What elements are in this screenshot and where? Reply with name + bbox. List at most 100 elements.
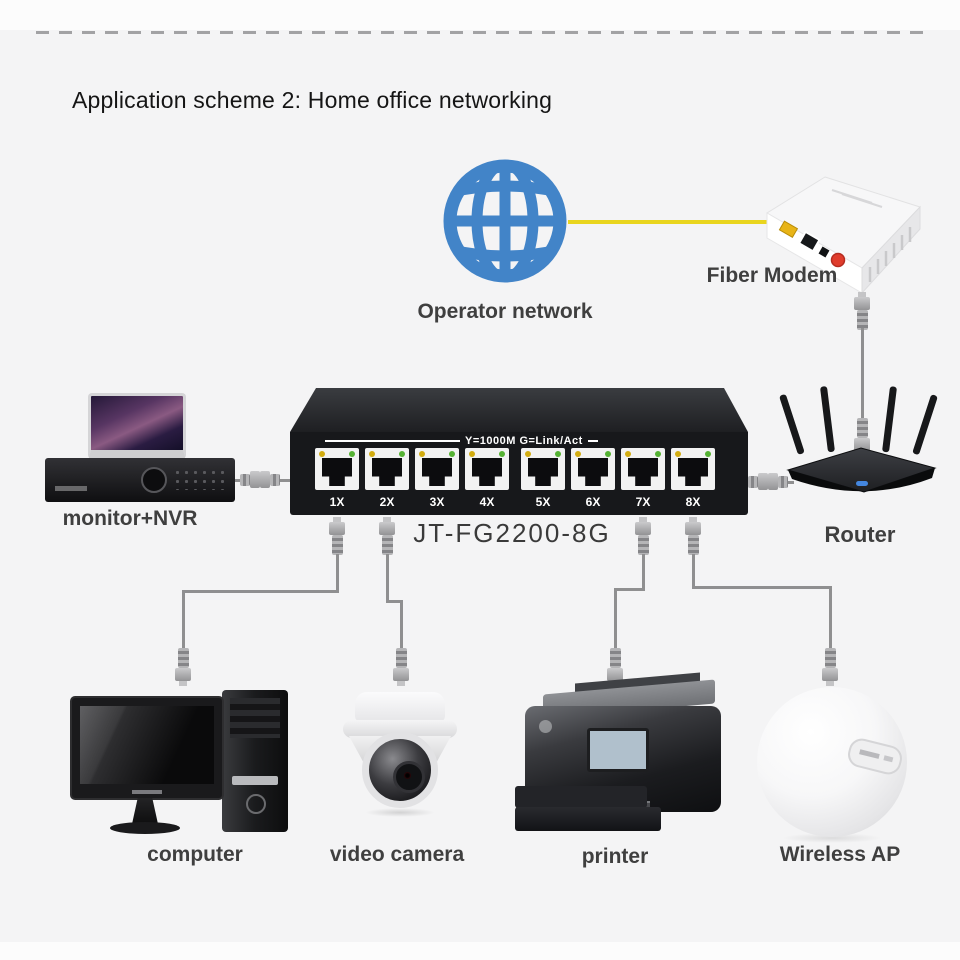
camera-lens: [393, 761, 425, 793]
rj45-plug-port2: [379, 517, 395, 555]
port-label: 5X: [535, 495, 551, 509]
fiber-port: [778, 220, 799, 239]
router-label: Router: [824, 522, 896, 547]
cable-to-ap: [692, 554, 695, 588]
computer: [70, 688, 305, 848]
port-label: 6X: [585, 495, 601, 509]
rj45-plug-port1: [329, 517, 345, 555]
monitor-nvr: [40, 390, 240, 525]
rj45-jack-icon: [422, 458, 452, 486]
switch-port-6: 6X: [571, 448, 615, 509]
ethernet-switch: Y=1000M G=Link/Act 1X 2X 3X 4X 5X: [290, 388, 748, 515]
led-green: [449, 451, 455, 457]
camera-dome: [362, 732, 438, 808]
bottom-margin: [0, 942, 960, 960]
rj45-coupler-router: [748, 473, 788, 490]
led-yellow: [575, 451, 581, 457]
camera-ring: [343, 720, 457, 738]
rj45-plug-camera: [393, 648, 409, 686]
cable-to-camera: [400, 600, 403, 650]
cable-to-camera: [386, 600, 403, 603]
nvr-monitor-screen: [88, 393, 186, 459]
computer-screen: [80, 706, 214, 784]
router-led: [856, 481, 868, 486]
led-green: [499, 451, 505, 457]
fiber-cable: [568, 220, 788, 224]
cable-to-printer: [642, 554, 645, 590]
switch-port-2: 2X: [365, 448, 409, 509]
computer-tower: [222, 690, 288, 832]
fiber-modem-label: Fiber Modem: [706, 264, 838, 287]
switch-port-group-1: 1X 2X 3X 4X: [315, 448, 509, 509]
computer-monitor: [70, 696, 224, 800]
monitor-nvr-label: monitor+NVR: [62, 507, 198, 530]
rj45-jack-icon: [372, 458, 402, 486]
rj45-jack-icon: [322, 458, 352, 486]
rj45-jack-icon: [628, 458, 658, 486]
cable-modem-to-router: [861, 328, 864, 420]
led-yellow: [419, 451, 425, 457]
led-green: [605, 451, 611, 457]
switch-port-3: 3X: [415, 448, 459, 509]
switch-panel-stripe: Y=1000M G=Link/Act: [325, 435, 598, 447]
port-label: 2X: [379, 495, 395, 509]
switch-port-group-2: 5X 6X 7X 8X: [521, 448, 715, 509]
led-green: [705, 451, 711, 457]
computer-label: computer: [147, 843, 243, 866]
rj45-plug-port7: [635, 517, 651, 555]
nvr-jog-knob: [141, 467, 167, 493]
rj45-jack-icon: [472, 458, 502, 486]
monitor-base: [110, 822, 180, 834]
printer-tray-shelf: [515, 786, 647, 808]
modem-power-button: [830, 252, 846, 268]
port-label: 3X: [429, 495, 445, 509]
printer-logo: [539, 720, 552, 733]
nvr-buttons: [173, 468, 227, 490]
cable-to-printer: [614, 588, 617, 650]
printer-paper-drawer: [515, 807, 661, 831]
drive-bays: [230, 698, 280, 738]
led-yellow: [319, 451, 325, 457]
nvr-logo: [55, 486, 87, 491]
cable-to-ap: [692, 586, 832, 589]
switch-port-7: 7X: [621, 448, 665, 509]
lens-pupil: [404, 772, 411, 779]
port-label: 7X: [635, 495, 651, 509]
cable-to-computer: [182, 590, 339, 593]
camera-cap: [355, 692, 445, 722]
antenna-icon: [820, 386, 835, 453]
antenna-icon: [912, 394, 938, 455]
rj45-plug-computer: [175, 648, 191, 686]
switch-port-5: 5X: [521, 448, 565, 509]
dashed-border-top: [36, 31, 930, 34]
rj45-plug-modem: [854, 292, 870, 330]
cable-to-camera: [386, 554, 389, 602]
rj45-jack-icon: [578, 458, 608, 486]
switch-port-4: 4X: [465, 448, 509, 509]
switch-panel-text: Y=1000M G=Link/Act: [465, 435, 583, 447]
modem-lan-port: [797, 230, 821, 253]
cable-to-computer: [336, 554, 339, 592]
port-label: 4X: [479, 495, 495, 509]
globe-icon: [443, 159, 567, 283]
led-yellow: [469, 451, 475, 457]
led-yellow: [369, 451, 375, 457]
tower-badge: [232, 776, 278, 785]
led-green: [655, 451, 661, 457]
cable-to-computer: [182, 590, 185, 650]
operator-network-label: Operator network: [417, 300, 593, 323]
led-yellow: [675, 451, 681, 457]
top-margin: [0, 0, 960, 30]
fiber-modem: [766, 176, 921, 295]
rj45-jack-icon: [678, 458, 708, 486]
page-title: Application scheme 2: Home office networ…: [72, 87, 553, 113]
nvr-unit: [45, 458, 235, 502]
port-label: 8X: [685, 495, 701, 509]
switch-port-8: 8X: [671, 448, 715, 509]
led-yellow: [625, 451, 631, 457]
printer: [515, 672, 730, 843]
led-green: [555, 451, 561, 457]
rj45-jack-icon: [528, 458, 558, 486]
cable-to-ap: [829, 586, 832, 650]
